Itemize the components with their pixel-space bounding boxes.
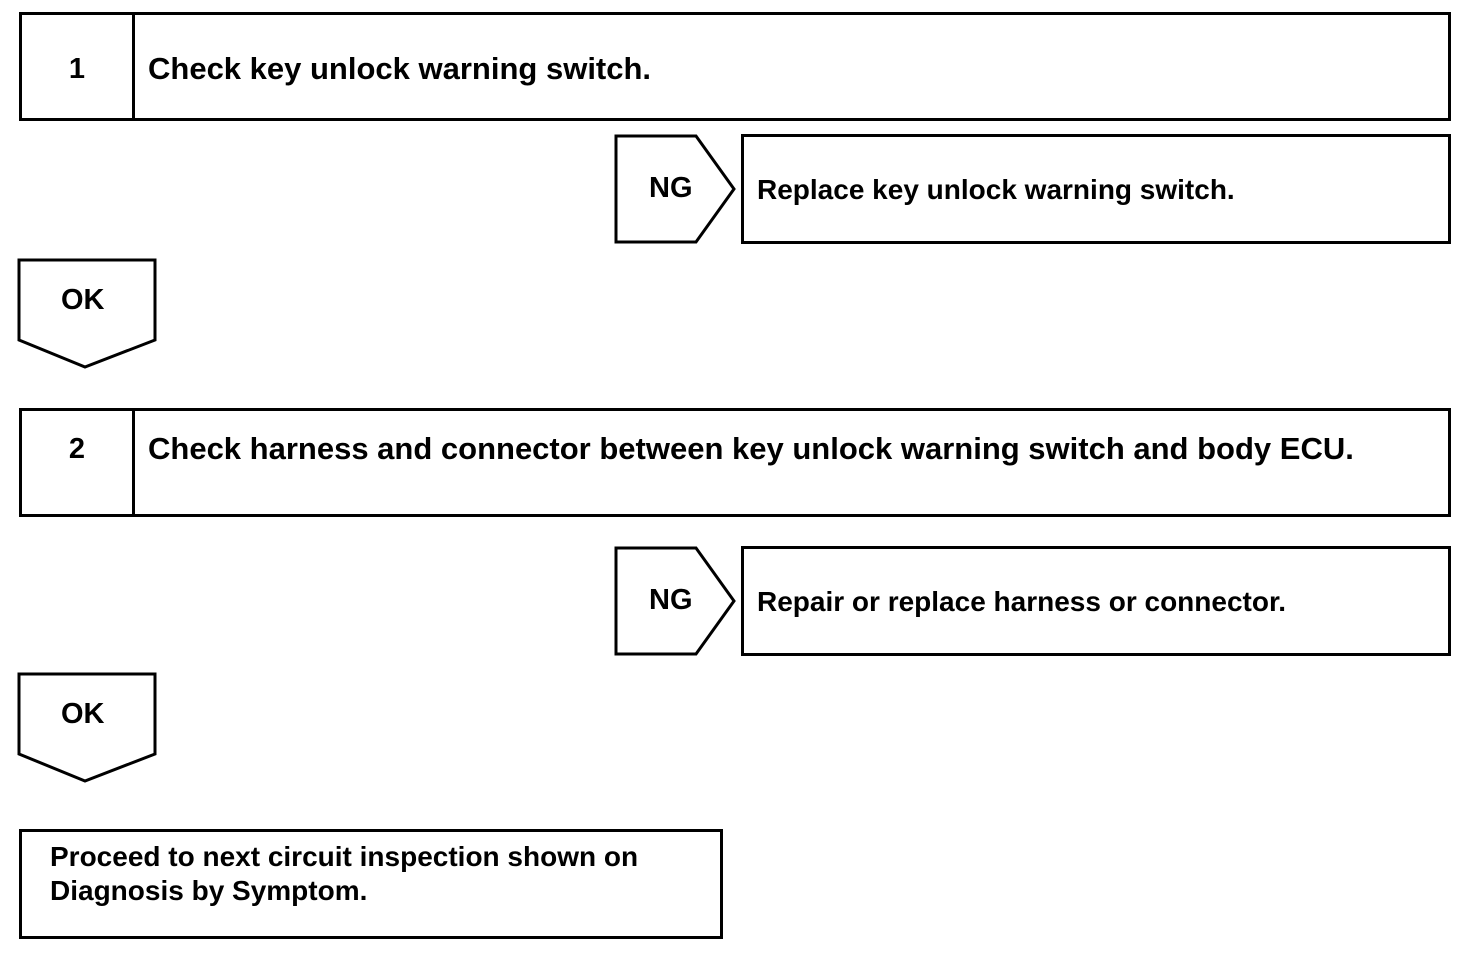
ng-action-2-box: Repair or replace harness or connector. [741,546,1451,656]
ok-label-1: OK [61,284,105,316]
ng-arrow-2-shape [614,546,736,656]
step-2-box: 2 Check harness and connector between ke… [19,408,1451,517]
step-1-box: 1 Check key unlock warning switch. [19,12,1451,121]
ng-tag-2: NG [614,546,738,656]
step-2-number: 2 [22,411,135,514]
ng-label-2: NG [649,584,693,616]
ok-marker-2: OK [17,672,157,784]
ok-marker-1: OK [17,258,157,370]
final-action-box: Proceed to next circuit inspection shown… [19,829,723,939]
ng-action-1-box: Replace key unlock warning switch. [741,134,1451,244]
step-2-text: Check harness and connector between key … [148,431,1354,466]
ng-action-1-text: Replace key unlock warning switch. [757,174,1235,205]
ng-tag-1: NG [614,134,738,244]
ok-arrow-1-shape [17,258,157,369]
step-1-number: 1 [22,15,135,118]
ok-arrow-2-shape [17,672,157,783]
ok-label-2: OK [61,698,105,730]
ng-label-1: NG [649,172,693,204]
ng-action-2-text: Repair or replace harness or connector. [757,586,1287,617]
final-action-text: Proceed to next circuit inspection shown… [50,841,639,906]
step-1-text: Check key unlock warning switch. [148,51,652,86]
ng-arrow-1-shape [614,134,736,244]
